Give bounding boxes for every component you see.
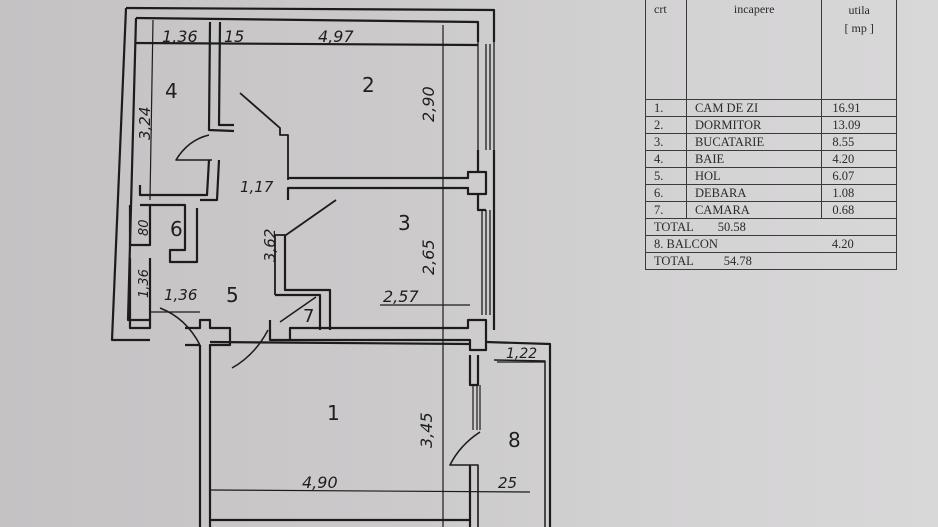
row-nr: 1.: [645, 99, 687, 117]
table-row: 6. DEBARA 1.08: [645, 184, 897, 202]
row-nr: 7.: [645, 201, 687, 219]
table-row: 3. BUCATARIE 8.55: [645, 133, 897, 151]
dim-hall-width-top: 1,17: [240, 178, 274, 196]
floor-plan-drawing: 1,36 15 4,97 3,24 2,90 1,17 3,62 2,65 2,…: [110, 6, 552, 527]
total-label: TOTAL: [654, 254, 694, 268]
header-nr: crt: [645, 0, 687, 100]
balcony-row: 8. BALCON 4.20: [644, 235, 897, 253]
room-label-1: 1: [327, 401, 340, 425]
row-area: 13.09: [821, 116, 897, 134]
room-label-6: 6: [170, 217, 183, 241]
table-row: 4. BAIE 4.20: [645, 150, 897, 168]
dim-room1-height: 3,45: [417, 412, 436, 448]
subtotal-cell: TOTAL 50.58: [645, 218, 897, 236]
row-nr: 3.: [645, 133, 687, 151]
header-area-line2: [ mp ]: [844, 21, 874, 35]
area-table: crt incapere utila [ mp ] 1. CAM DE ZI 1…: [644, 0, 897, 270]
subtotal-label: TOTAL: [654, 220, 694, 234]
row-area: 0.68: [821, 201, 897, 219]
row-nr: 5.: [645, 167, 687, 185]
room-label-3: 3: [398, 211, 411, 235]
dim-room2-height: 2,90: [419, 86, 438, 122]
total-cell: TOTAL 54.78: [645, 252, 897, 270]
dim-wall-gap: 15: [224, 27, 244, 46]
subtotal-row: TOTAL 50.58: [645, 218, 897, 236]
dim-hall-length: 3,62: [261, 229, 279, 262]
row-area: 4.20: [821, 150, 897, 168]
table-header-row: crt incapere utila [ mp ]: [645, 0, 897, 100]
dim-room6-depth: 80: [137, 219, 152, 236]
outer-wall-top: [125, 6, 496, 42]
room-label-8: 8: [508, 428, 521, 452]
header-area: utila [ mp ]: [821, 0, 897, 100]
row-area: 16.91: [821, 99, 897, 117]
room-label-4: 4: [165, 79, 178, 103]
row-name: DORMITOR: [685, 116, 823, 134]
header-name: incapere: [685, 0, 823, 100]
room-label-2: 2: [362, 73, 375, 97]
balcony-value: 4.20: [821, 235, 897, 253]
row-name: HOL: [685, 167, 823, 185]
row-name: CAM DE ZI: [685, 99, 823, 117]
header-area-line1: utila: [848, 3, 870, 17]
dim-room4-height: 3,24: [136, 107, 154, 140]
row-name: DEBARA: [685, 184, 823, 202]
total-value: 54.78: [723, 254, 752, 268]
subtotal-value: 50.58: [717, 220, 746, 234]
dim-room3-height: 2,65: [419, 239, 438, 275]
row-name: BAIE: [685, 150, 823, 168]
table-row: 5. HOL 6.07: [645, 167, 897, 185]
room-label-5: 5: [226, 283, 239, 307]
floor-plan: 1,36 15 4,97 3,24 2,90 1,17 3,62 2,65 2,…: [110, 6, 552, 527]
table-row: 7. CAMARA 0.68: [645, 201, 897, 219]
table-row: 1. CAM DE ZI 16.91: [645, 99, 897, 117]
row-nr: 4.: [645, 150, 687, 168]
dim-room2-width: 4,97: [318, 27, 354, 46]
total-row: TOTAL 54.78: [645, 252, 897, 270]
dim-room4-width: 1,36: [162, 27, 198, 46]
dim-balcony-width: 1,22: [506, 346, 537, 362]
dim-balcony-wall: 25: [498, 474, 517, 492]
dim-room1-width: 4,90: [302, 473, 338, 492]
table-row: 2. DORMITOR 13.09: [645, 116, 897, 134]
dim-small-niche: 1,36: [137, 269, 152, 298]
row-name: BUCATARIE: [685, 133, 823, 151]
row-nr: 2.: [645, 116, 687, 134]
dim-hall-width-bottom: 1,36: [164, 286, 197, 304]
dim-room3-width: 2,57: [383, 287, 419, 306]
row-area: 8.55: [821, 133, 897, 151]
room-label-7: 7: [303, 306, 314, 327]
row-area: 6.07: [821, 167, 897, 185]
row-name: CAMARA: [685, 201, 823, 219]
row-nr: 6.: [645, 184, 687, 202]
row-area: 1.08: [821, 184, 897, 202]
balcony-label: 8. BALCON: [644, 235, 822, 253]
outer-wall-left: [110, 7, 150, 342]
